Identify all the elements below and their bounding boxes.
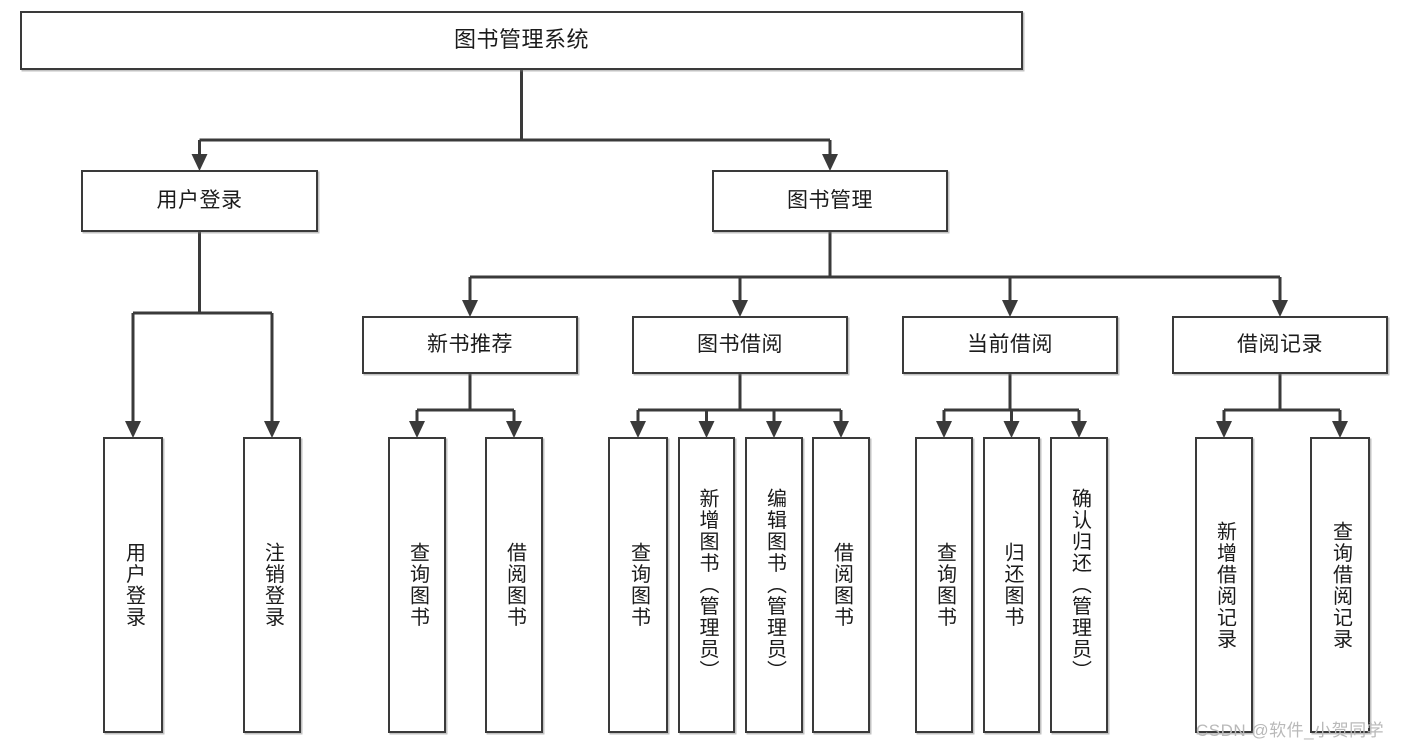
- node-label: 注销登录: [261, 542, 284, 628]
- node-borrow-record[interactable]: 借阅记录: [1172, 316, 1388, 374]
- node-label: 新书推荐: [427, 333, 513, 357]
- node-leaf-return-book[interactable]: 归还图书: [983, 437, 1040, 733]
- node-label: 查询图书: [933, 542, 956, 628]
- node-label: 当前借阅: [967, 333, 1053, 357]
- node-label: 借阅图书: [830, 542, 853, 628]
- arrowhead-leaf-query-book-1: [409, 421, 425, 438]
- arrowhead-leaf-query-book-2: [630, 421, 646, 438]
- node-label: 用户登录: [156, 189, 243, 213]
- node-leaf-query-book-1[interactable]: 查询图书: [388, 437, 446, 733]
- node-label: 确认归还（管理员）: [1068, 488, 1091, 682]
- node-label: 借阅图书: [503, 542, 526, 628]
- node-leaf-user-logout[interactable]: 注销登录: [243, 437, 301, 733]
- node-leaf-query-book-3[interactable]: 查询图书: [915, 437, 973, 733]
- node-user-login[interactable]: 用户登录: [81, 170, 318, 232]
- node-leaf-query-record[interactable]: 查询借阅记录: [1310, 437, 1370, 733]
- node-leaf-confirm-return[interactable]: 确认归还（管理员）: [1050, 437, 1108, 733]
- node-book-borrow[interactable]: 图书借阅: [632, 316, 848, 374]
- node-current-borrow[interactable]: 当前借阅: [902, 316, 1118, 374]
- node-root[interactable]: 图书管理系统: [20, 11, 1023, 70]
- node-leaf-borrow-book-2[interactable]: 借阅图书: [812, 437, 870, 733]
- arrowhead-leaf-add-book: [698, 421, 715, 438]
- arrowhead-new-book-rec: [462, 300, 478, 317]
- node-leaf-query-book-2[interactable]: 查询图书: [608, 437, 668, 733]
- arrowhead-book-borrow: [732, 300, 748, 317]
- arrowhead-user-login: [191, 154, 208, 171]
- arrowhead-leaf-user-login: [125, 421, 141, 438]
- watermark-text: CSDN @软件_小贺同学: [1196, 721, 1385, 740]
- node-label: 归还图书: [1001, 542, 1023, 628]
- node-book-manage[interactable]: 图书管理: [712, 170, 948, 232]
- node-leaf-add-record[interactable]: 新增借阅记录: [1195, 437, 1253, 733]
- arrowhead-leaf-edit-book: [766, 421, 782, 438]
- node-leaf-borrow-book-1[interactable]: 借阅图书: [485, 437, 543, 733]
- node-label: 图书管理系统: [453, 27, 589, 53]
- arrowhead-current-borrow: [1002, 300, 1018, 317]
- node-leaf-user-login[interactable]: 用户登录: [103, 437, 163, 733]
- node-label: 查询借阅记录: [1329, 520, 1352, 650]
- node-label: 编辑图书（管理员）: [763, 488, 786, 682]
- node-label: 图书管理: [787, 189, 873, 213]
- node-label: 新增借阅记录: [1213, 520, 1236, 650]
- node-leaf-edit-book[interactable]: 编辑图书（管理员）: [745, 437, 803, 733]
- node-label: 新增图书（管理员）: [696, 488, 718, 682]
- node-label: 借阅记录: [1237, 333, 1323, 357]
- arrowhead-leaf-borrow-book-2: [833, 421, 849, 438]
- arrowhead-leaf-query-record: [1332, 421, 1348, 438]
- arrowhead-book-manage: [822, 154, 838, 171]
- node-new-book-rec[interactable]: 新书推荐: [362, 316, 578, 374]
- arrowhead-leaf-confirm-return: [1071, 421, 1087, 438]
- node-label: 查询图书: [406, 542, 429, 628]
- arrowhead-leaf-return-book: [1003, 421, 1020, 438]
- arrowhead-leaf-query-book-3: [936, 421, 952, 438]
- node-label: 查询图书: [627, 542, 650, 628]
- node-leaf-add-book[interactable]: 新增图书（管理员）: [678, 437, 735, 733]
- node-label: 用户登录: [122, 542, 145, 628]
- arrowhead-leaf-user-logout: [264, 421, 280, 438]
- node-label: 图书借阅: [697, 333, 783, 357]
- arrowhead-borrow-record: [1272, 300, 1288, 317]
- arrowhead-leaf-add-record: [1216, 421, 1232, 438]
- arrowhead-leaf-borrow-book-1: [506, 421, 522, 438]
